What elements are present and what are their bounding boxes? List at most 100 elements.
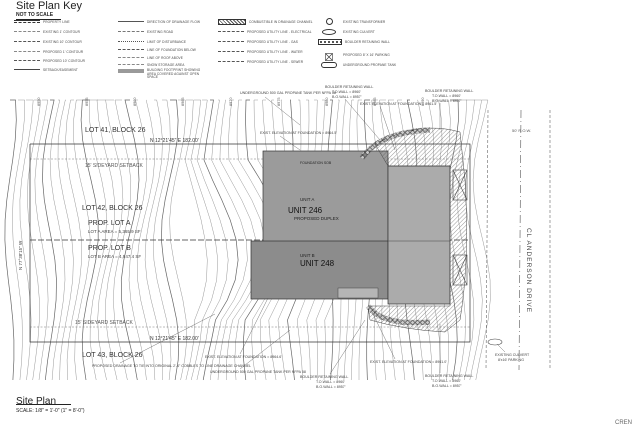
legend-item-existing-road: EXISTING ROAD <box>118 28 173 35</box>
contour-line <box>217 99 257 381</box>
contour-elevation-label: 8970 <box>229 98 233 106</box>
contour-line <box>96 99 115 381</box>
existing-culvert <box>487 338 503 346</box>
contour-line <box>196 99 229 381</box>
boulder-wall-callout-4: BOULDER RETAINING WALL <box>425 374 473 378</box>
parking-spaces <box>452 169 468 286</box>
drainage-channel-hatch <box>367 127 467 333</box>
boulder-wall-top <box>359 127 431 160</box>
propane-callout-bottom: UNDERGROUND 500 GAL PROPANE TANK PER NFP… <box>210 370 306 374</box>
contour-line <box>73 99 91 381</box>
road-name-label: CL ANDERSON DRIVE <box>525 228 532 313</box>
contour-line <box>184 99 208 381</box>
legend-item-existing-10-contour: EXISTING 10' CONTOUR <box>14 38 82 45</box>
unit-b-label: UNIT B <box>300 253 315 258</box>
legend-item-transformer: EXISTING TRANSFORMER <box>318 18 385 25</box>
side-dim-label: N 77°38'15" W <box>18 240 23 270</box>
culvert-callout: EXISTING CULVERT <box>495 353 530 357</box>
lot-a-area: LOT A AREA = 5,365.9 SF <box>88 229 141 234</box>
callout-leaders <box>119 96 506 375</box>
contour-elevation-label: 8990 <box>421 98 425 106</box>
unit-248-label: UNIT 248 <box>300 259 335 268</box>
page-title: Site Plan Key <box>16 0 83 12</box>
site-plan-title: Site Plan <box>16 396 57 407</box>
legend-item-propane-tank: UNDERGROUND PROPANE TANK <box>318 61 396 68</box>
legend-item-utility-sewer: PROPOSED UTILITY LINE - SEWER <box>218 58 303 65</box>
wall-top-note-3: T.O.WALL = 8960' <box>316 380 345 384</box>
foundation-note: FOUNDATION SOB <box>300 161 332 165</box>
lot-42-label: LOT 42, BLOCK 26 <box>82 205 143 212</box>
wall-bottom-note-1: B.O.WALL = 8957' <box>332 95 362 99</box>
wall-top-note-2: T.O.WALL = 8960' <box>432 94 461 98</box>
contour-line <box>12 99 25 381</box>
contour-line <box>89 99 107 381</box>
cren-logo: CREN <box>614 420 632 426</box>
contour-line <box>80 99 99 381</box>
bearing-top: N 12°21'45" E 182.00' <box>150 138 199 144</box>
contour-line <box>105 99 124 381</box>
legend-item-limit-of-disturbance: LIMIT OF DISTURBANCE <box>118 38 186 45</box>
contour-line <box>209 99 248 381</box>
setback-bottom-label: 15' SIDEYARD SETBACK <box>75 320 133 326</box>
contour-line <box>34 99 49 381</box>
proposed-duplex-label: PROPOSED DUPLEX <box>294 216 339 221</box>
contour-line <box>144 99 164 381</box>
property-lines <box>29 143 471 343</box>
site-plan-drawing: CL ANDERSON DRIVE 50' R.O.W. LOT 41, BLO… <box>4 85 551 389</box>
wall-top-note-4: T.O.WALL = 8960' <box>432 379 461 383</box>
contour-line <box>120 99 140 381</box>
boulder-wall-top-outline <box>359 127 431 160</box>
wall-top-note-1: T.O.WALL = 8960' <box>332 90 361 94</box>
legend-item-culvert: EXISTING CULVERT <box>318 28 375 35</box>
boulder-wall-bottom <box>365 304 431 326</box>
site-plan-underline <box>16 404 71 405</box>
legend-item-utility-electrical: PROPOSED UTILITY LINE - ELECTRICAL <box>218 28 312 35</box>
contour-elevation-label: 8975 <box>277 98 281 106</box>
key-scale-note: NOT TO SCALE <box>16 12 54 18</box>
wall-bottom-note-4: B.O.WALL = 8957' <box>432 384 462 388</box>
contour-elevation-label: 8950 <box>37 98 41 106</box>
legend-item-proposed-1-contour: PROPOSED 1' CONTOUR <box>14 48 83 55</box>
prop-lot-a-label: PROP. LOT A <box>88 220 131 227</box>
legend-item-drainage-flow: DIRECTION OF DRAINAGE FLOW <box>118 18 200 25</box>
exist-elev-callout-2: EXIST. ELEVATION AT FOUNDATION = 8964.5' <box>260 131 337 135</box>
unit-a-label: UNIT A <box>300 197 314 202</box>
legend-item-combustible-drainage: COMBUSTIBLE IN DRAINAGE CHANNEL <box>218 18 313 25</box>
exist-elev-callout-4: EXIST. ELEVATION AT FOUNDATION = 8961.0' <box>370 360 447 364</box>
road-edge-left <box>485 109 489 371</box>
contour-line <box>128 99 148 381</box>
exist-elev-callout-3: EXIST. ELEVATION AT FOUNDATION = 8964.6' <box>205 355 282 359</box>
bearing-bottom: N 12°21'45" E 182.00' <box>150 336 199 342</box>
parking-callout: 8'x16' PARKING <box>498 358 524 362</box>
title-underline <box>16 19 61 20</box>
wall-bottom-note-2: B.O.WALL = 8957' <box>432 99 462 103</box>
site-plan-legend: PROPERTY LINE EXISTING 1' CONTOUR EXISTI… <box>0 0 640 80</box>
lot-b-area: LOT B AREA = 4,947.4 SF <box>88 254 141 259</box>
road-row-dim: 50' R.O.W. <box>512 128 531 133</box>
contour-elevation-label: 8955 <box>85 98 89 106</box>
contour-line <box>112 99 132 381</box>
contour-elevation-label: 8960 <box>133 98 137 106</box>
boulder-wall-callout-2: BOULDER RETAINING WALL <box>425 89 473 93</box>
contour-line <box>190 99 219 381</box>
contour-line <box>136 99 156 381</box>
contour-line <box>169 99 188 381</box>
drainage-callout: PROPOSED DRAINAGE TO TIE INTO ORIGINAL 2… <box>92 364 251 368</box>
building-footprint <box>250 150 451 305</box>
legend-item-parking: PROPOSED 8' X 16' PARKING <box>318 50 390 61</box>
legend-item-snow-storage: SNOW STORAGE AREA <box>118 61 184 68</box>
boulder-wall-callout-1: BOULDER RETAINING WALL <box>325 85 373 89</box>
unit-246-label: UNIT 246 <box>288 206 323 215</box>
legend-item-utility-water: PROPOSED UTILITY LINE - WATER <box>218 48 303 55</box>
legend-item-roof-above: LINE OF ROOF ABOVE <box>118 54 183 61</box>
exist-elev-callout-1: EXIST. ELEVATION AT FOUNDATION = 8961.5' <box>360 102 437 106</box>
contour-elevation-label: 8965 <box>181 98 185 106</box>
legend-item-existing-1-contour: EXISTING 1' CONTOUR <box>14 28 80 35</box>
legend-item-utility-gas: PROPOSED UTILITY LINE - GAS <box>218 38 298 45</box>
propane-callout-top: UNDERGROUND 500 GAL PROPANE TANK PER NFP… <box>240 91 336 95</box>
contour-line <box>42 99 57 381</box>
contour-line <box>465 99 483 381</box>
legend-item-property-line: PROPERTY LINE <box>14 18 70 25</box>
legend-item-foundation-below: LINE OF FOUNDATION BELOW <box>118 46 196 53</box>
